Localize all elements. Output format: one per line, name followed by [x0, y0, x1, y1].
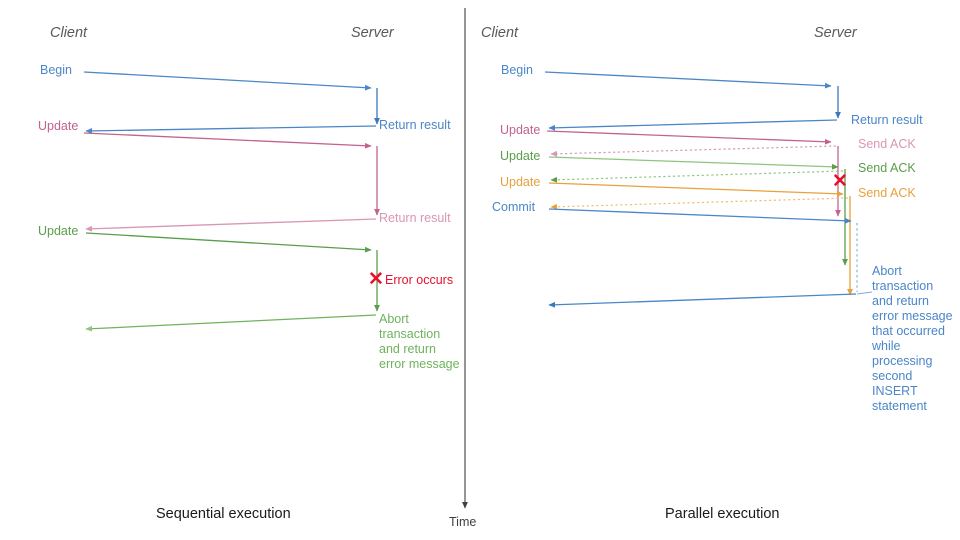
- right-message-update-1: Update: [500, 123, 541, 137]
- right-message-update-2: Update: [500, 149, 541, 163]
- left-actor-server: Server: [351, 25, 394, 41]
- left-message-update-1: Update: [38, 119, 79, 133]
- arrow-ack3-right: [550, 197, 849, 210]
- left-panel-caption: Sequential execution: [156, 506, 291, 522]
- arrow-return1-left: [85, 125, 377, 134]
- left-message-return-result-2: Return result: [379, 211, 451, 225]
- right-panel-arrows: [544, 71, 873, 308]
- left-panel-arrows: [83, 71, 380, 332]
- arrow-abort-right: [548, 293, 857, 308]
- left-message-error: Error occurs: [385, 273, 454, 287]
- arrow-update1-right: [546, 130, 832, 145]
- error-x-icon-right: ✕: [832, 171, 848, 192]
- right-actor-client: Client: [481, 25, 519, 41]
- right-message-ack-3: Send ACK: [858, 186, 916, 200]
- time-axis-label: Time: [449, 515, 477, 529]
- right-message-begin: Begin: [501, 63, 533, 77]
- right-message-abort: Abort transaction and return error messa…: [872, 264, 953, 413]
- arrow-abort-left: [85, 314, 377, 332]
- left-message-return-result-1: Return result: [379, 118, 451, 132]
- arrow-commit-right: [548, 208, 852, 224]
- error-x-icon-left: ✕: [368, 269, 384, 290]
- right-message-update-3: Update: [500, 175, 541, 189]
- right-message-return-result: Return result: [851, 113, 923, 127]
- arrow-begin-right: [544, 71, 832, 89]
- arrow-return-result-right: [548, 119, 838, 131]
- left-actor-client: Client: [50, 25, 88, 41]
- abort-label-stub-right: [856, 291, 873, 295]
- arrow-update3-right: [548, 182, 844, 197]
- left-message-begin: Begin: [40, 63, 72, 77]
- arrow-update2-right: [548, 156, 839, 170]
- arrow-ack2-right: [550, 170, 844, 183]
- arrow-update1-left: [83, 132, 372, 149]
- right-message-ack-1: Send ACK: [858, 137, 916, 151]
- right-message-commit: Commit: [492, 200, 536, 214]
- arrow-begin-left: [83, 71, 372, 91]
- right-message-ack-2: Send ACK: [858, 161, 916, 175]
- left-message-update-2: Update: [38, 224, 79, 238]
- arrow-return2-left: [85, 218, 377, 232]
- arrow-update2-left: [85, 232, 372, 253]
- right-panel-caption: Parallel execution: [665, 506, 780, 522]
- arrow-ack1-right: [550, 145, 837, 157]
- left-message-abort: Abort transaction and return error messa…: [379, 312, 460, 371]
- right-actor-server: Server: [814, 25, 857, 41]
